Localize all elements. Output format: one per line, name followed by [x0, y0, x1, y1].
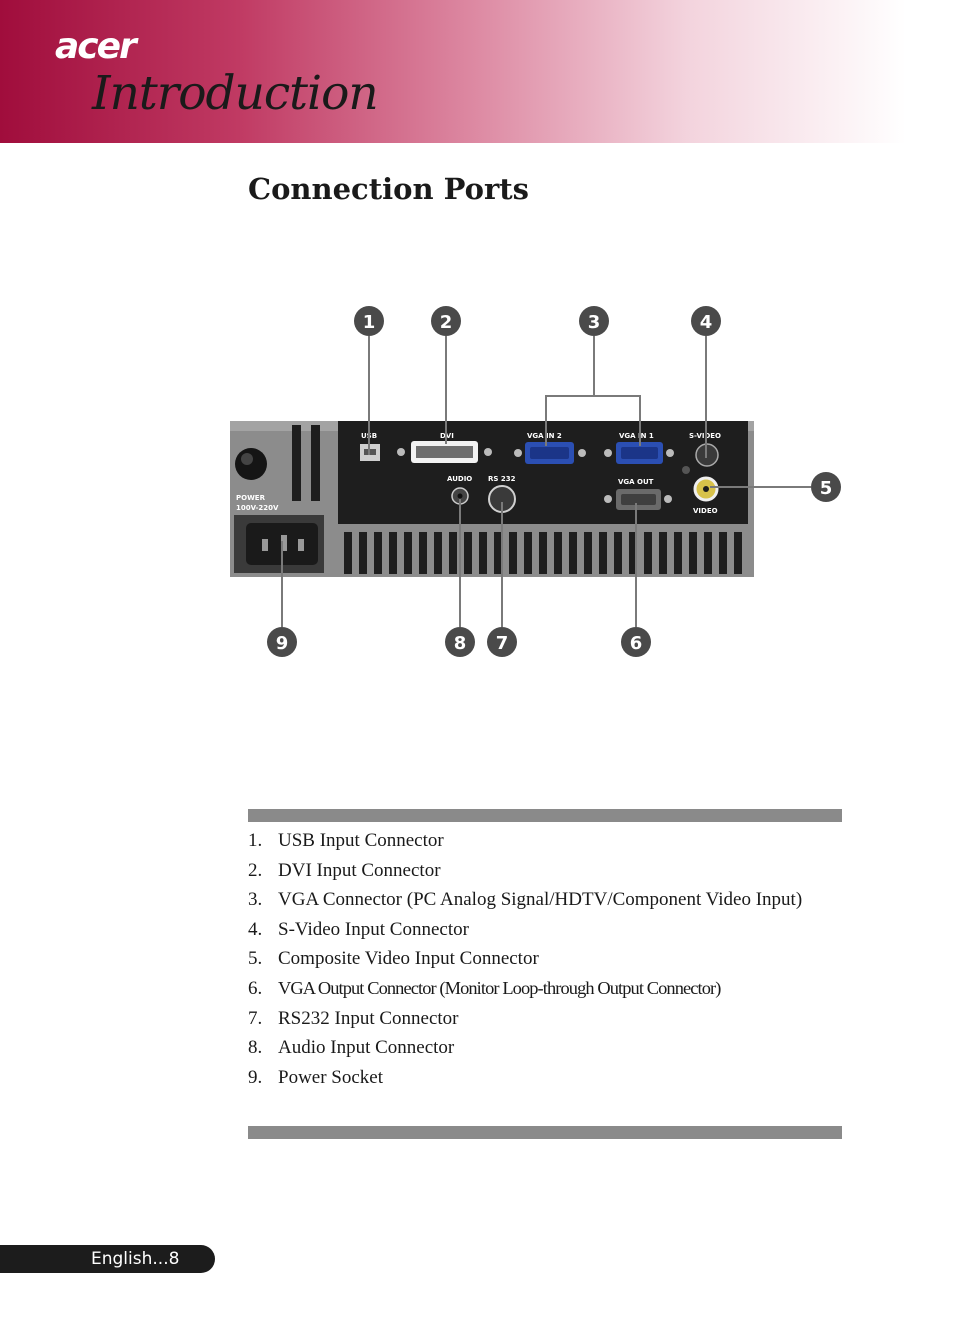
list-item: 1.USB Input Connector: [248, 830, 444, 851]
section-title: Introduction: [92, 66, 379, 121]
callout-7: 7: [487, 627, 517, 657]
acer-logo: acer: [55, 26, 137, 67]
vent-slot: [569, 532, 577, 574]
vent-slot: [674, 532, 682, 574]
vent-slot: [704, 532, 712, 574]
power-label: POWER: [236, 494, 266, 502]
list-item: 5.Composite Video Input Connector: [248, 948, 539, 970]
vent-slot: [629, 532, 637, 574]
footer-tab: [0, 1245, 215, 1273]
svg-text:7: 7: [496, 633, 509, 654]
vent-slot: [614, 532, 622, 574]
vent-slot: [719, 532, 727, 574]
callout-3: 3: [579, 306, 609, 336]
callout-9: 9: [267, 627, 297, 657]
vent-slot: [584, 532, 592, 574]
vent-slot: [404, 532, 412, 574]
connector-panel: [338, 421, 748, 524]
vent-slot: [449, 532, 457, 574]
vga-in-1-label: VGA IN 1: [619, 432, 654, 440]
list-item: 9.Power Socket: [248, 1066, 384, 1088]
callout-4: 4: [691, 306, 721, 336]
svg-text:9: 9: [276, 633, 289, 654]
vent-slot: [464, 532, 472, 574]
voltage-label: 100V-220V: [236, 504, 279, 512]
vent-slot: [359, 532, 367, 574]
list-item: 8.Audio Input Connector: [248, 1037, 455, 1059]
svg-text:8: 8: [454, 633, 467, 654]
vent-slot: [554, 532, 562, 574]
vent-slot: [434, 532, 442, 574]
header-banner: [0, 0, 954, 143]
vent-slot: [644, 532, 652, 574]
svg-text:4: 4: [700, 312, 713, 333]
vent-slot: [539, 532, 547, 574]
callout-6: 6: [621, 627, 651, 657]
rs232-label: RS 232: [488, 475, 516, 483]
svg-text:3: 3: [588, 312, 601, 333]
vent-slot: [389, 532, 397, 574]
vent-slot: [734, 532, 742, 574]
power-button-icon: [235, 448, 267, 480]
list-item: 6.VGA Output Connector (Monitor Loop-thr…: [248, 977, 721, 999]
vent-slot: [599, 532, 607, 574]
port-list: 1.USB Input Connector 2.DVI Input Connec…: [248, 826, 842, 1092]
list-item: 7.RS232 Input Connector: [248, 1007, 459, 1029]
vent-slot: [524, 532, 532, 574]
vent-slot: [659, 532, 667, 574]
projector-rear-panel-figure: POWER 100V-220V USB DVI VGA IN 2 VGA IN …: [230, 306, 841, 657]
bottom-rule: [248, 1126, 842, 1139]
svg-text:2: 2: [440, 312, 453, 333]
vent-slot: [344, 532, 352, 574]
svg-text:6: 6: [630, 633, 643, 654]
vent-slot: [689, 532, 697, 574]
vent-slot: [374, 532, 382, 574]
list-item: 3.VGA Connector (PC Analog Signal/HDTV/C…: [248, 889, 803, 911]
video-label: VIDEO: [693, 507, 718, 515]
callout-5: 5: [811, 472, 841, 502]
audio-label: AUDIO: [447, 475, 472, 483]
vent-slot: [494, 532, 502, 574]
vga-out-label: VGA OUT: [618, 478, 654, 486]
svg-text:5: 5: [820, 478, 833, 499]
vent-slot: [479, 532, 487, 574]
callout-8: 8: [445, 627, 475, 657]
vga-in-2-label: VGA IN 2: [527, 432, 562, 440]
list-item: 2.DVI Input Connector: [248, 859, 441, 881]
callout-leader-lines: [281, 336, 811, 627]
top-rule: [248, 809, 842, 822]
vent-slot: [509, 532, 517, 574]
callout-2: 2: [431, 306, 461, 336]
svg-text:1: 1: [363, 312, 376, 333]
vent-slot: [419, 532, 427, 574]
callout-1: 1: [354, 306, 384, 336]
list-item: 4.S-Video Input Connector: [248, 918, 469, 940]
page-heading: Connection Ports: [248, 172, 530, 206]
bottom-vents: [344, 532, 742, 574]
page-number: English...8: [91, 1249, 180, 1269]
